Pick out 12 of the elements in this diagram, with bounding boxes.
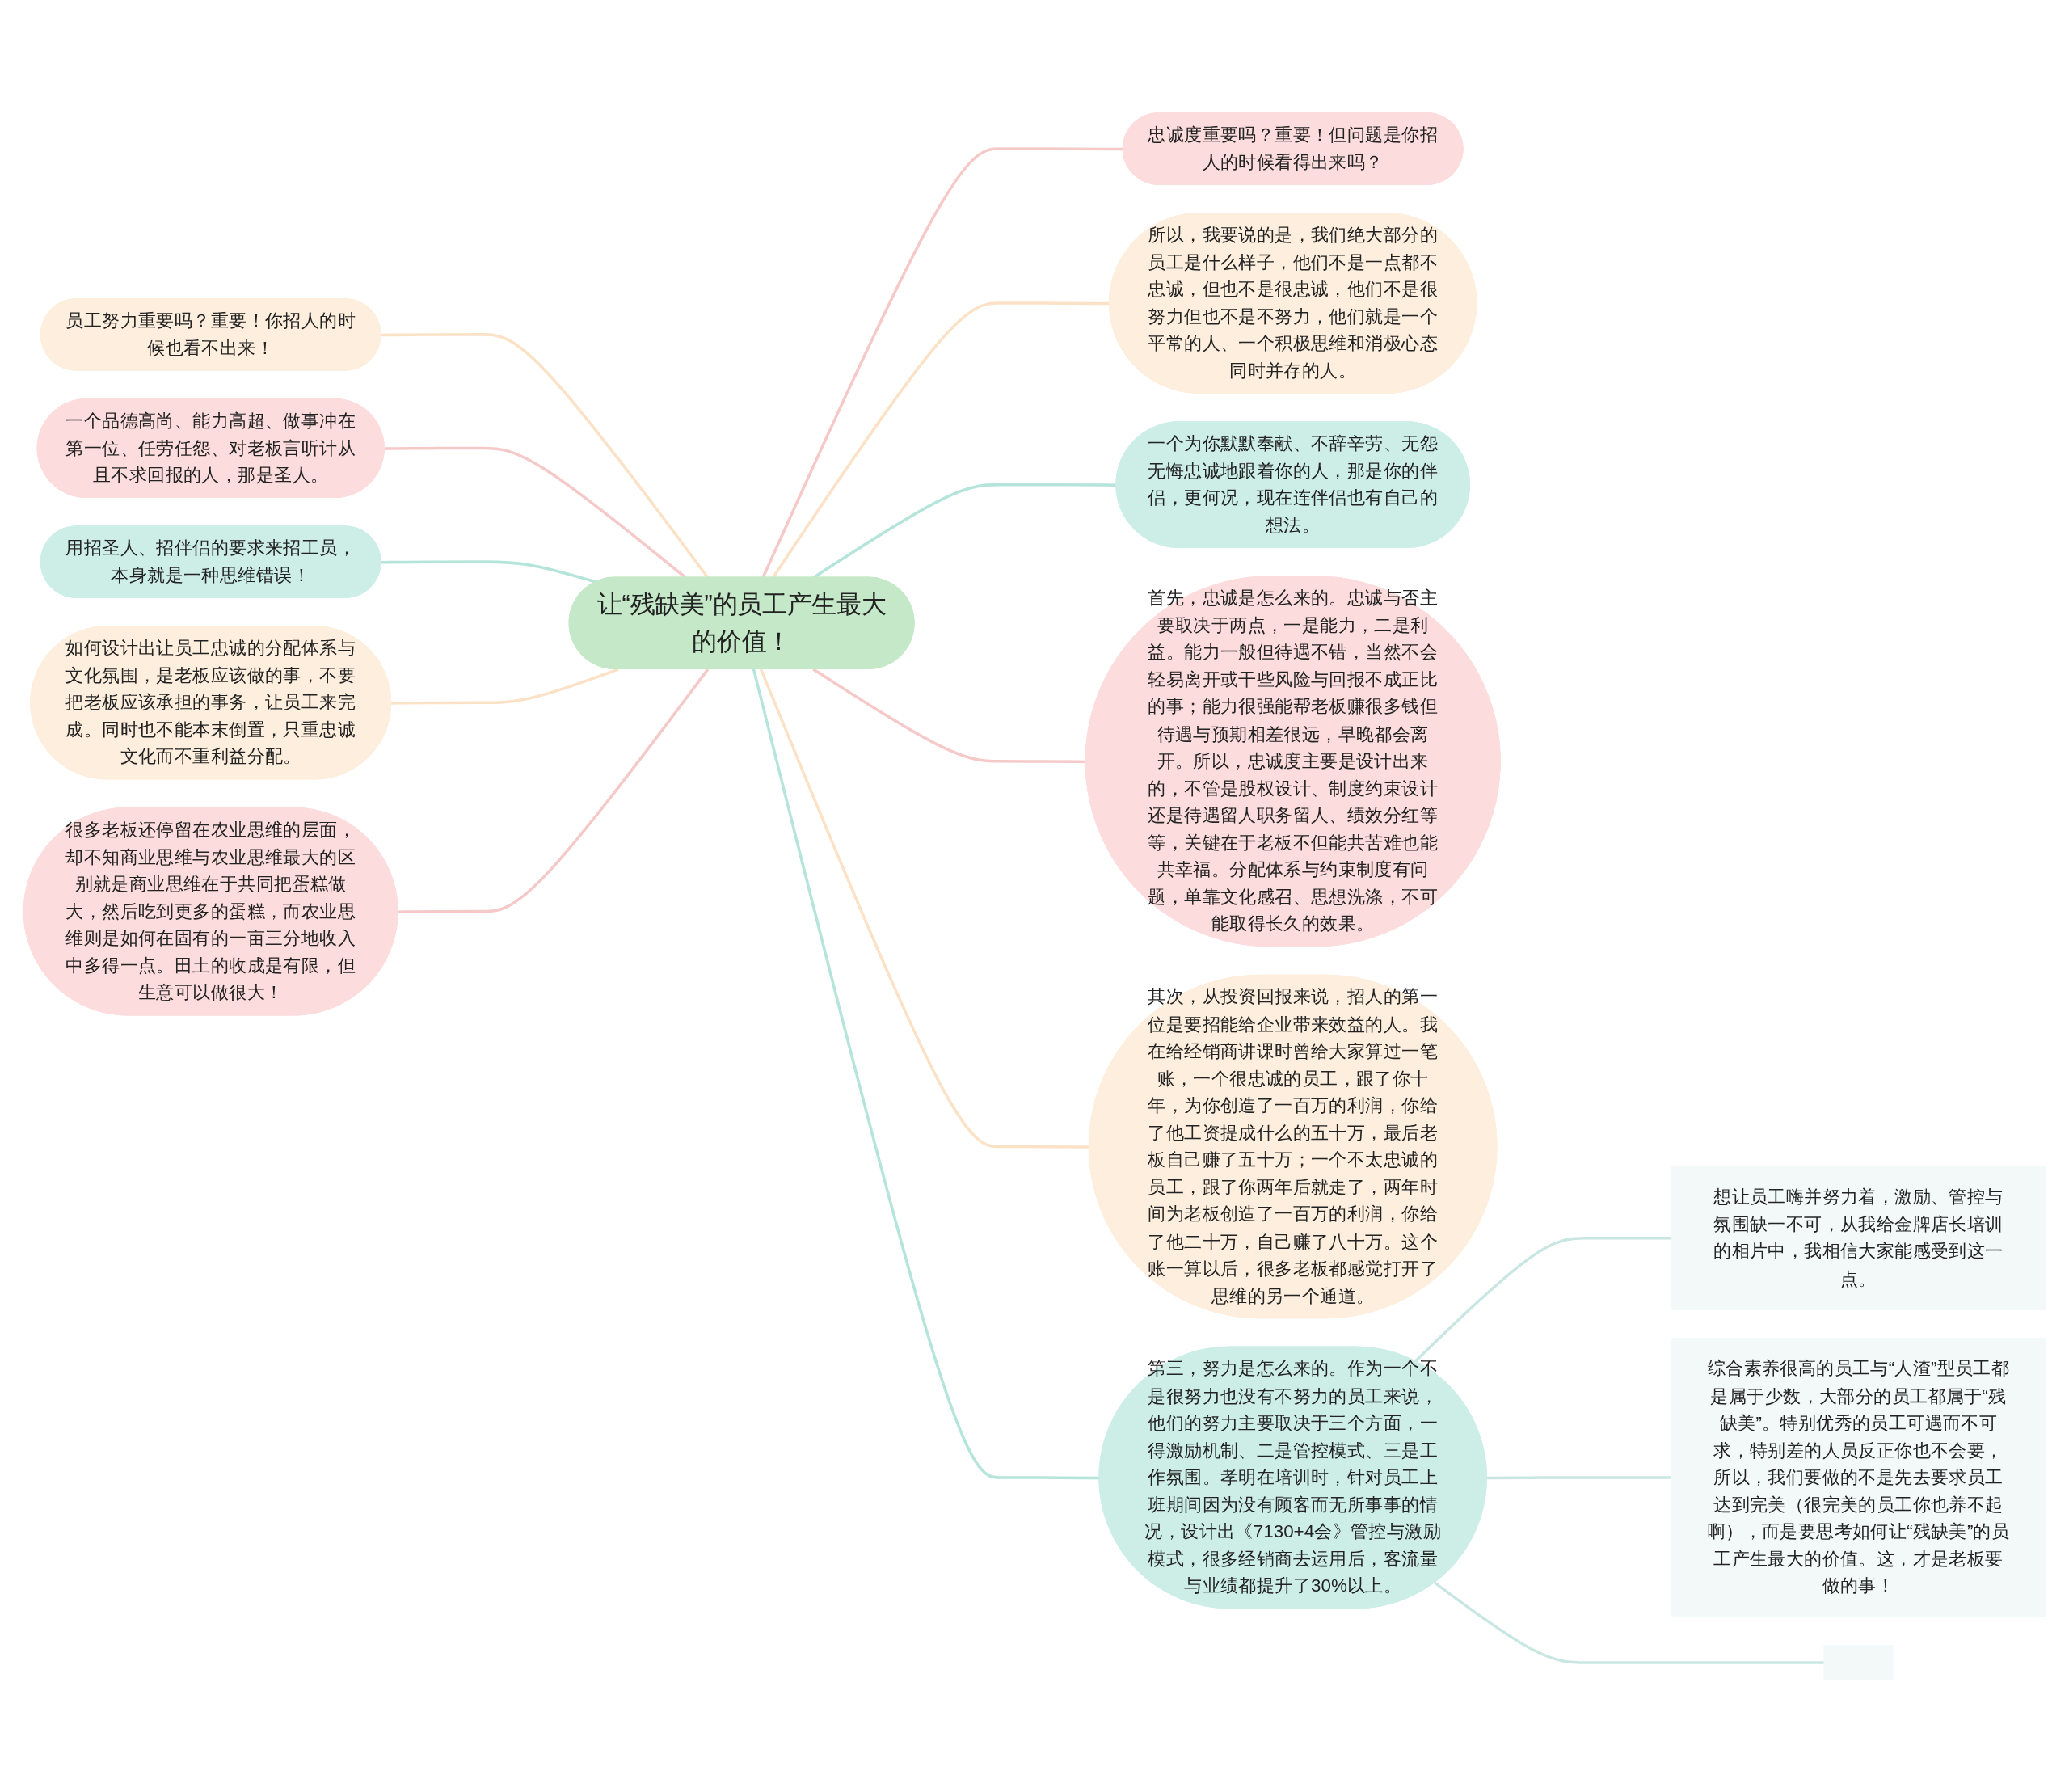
connector <box>1434 1581 1824 1664</box>
connector <box>381 559 596 584</box>
connector <box>398 668 710 913</box>
node-box <box>1671 1337 2046 1617</box>
connector <box>752 668 1100 1479</box>
connector <box>812 667 1086 763</box>
node-box <box>1671 1166 2046 1310</box>
connector <box>761 146 1123 578</box>
connector <box>1486 1475 1672 1479</box>
connector <box>391 667 619 705</box>
node-box <box>1823 1644 1894 1680</box>
connector <box>1414 1236 1672 1362</box>
